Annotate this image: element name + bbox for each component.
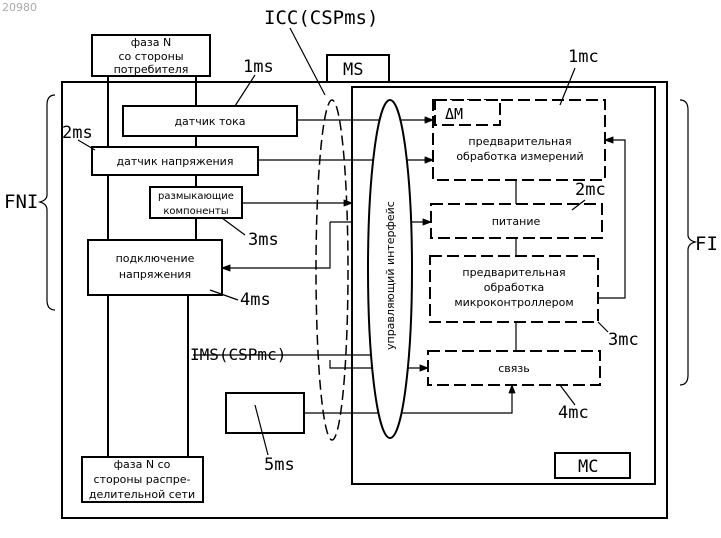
ref-4ms: 4ms [240,290,271,310]
block-5ms [226,393,304,433]
ref-4mc: 4mc [558,403,589,423]
ref-fni: FNI [4,191,38,213]
ref-1ms: 1ms [243,57,274,77]
ms-label: MS [343,60,363,80]
fi-brace [680,100,695,385]
ref-icc: ICC(CSPms) [264,7,378,29]
document-id: 20980 [2,1,37,14]
ref-ims: IMS(CSPmc) [190,345,286,364]
voltage-sensor-text: датчик напряжения [117,155,234,168]
ref-3ms: 3ms [248,230,279,250]
delta-m-text: ΔM [445,105,463,123]
ref-3mc: 3mc [608,330,639,350]
fni-brace [40,95,55,310]
power-text: питание [492,215,541,228]
communication-text: связь [498,362,529,375]
ref-2mc: 2mc [575,180,606,200]
ref-2ms: 2ms [62,123,93,143]
ref-fi: FI [695,233,718,255]
ref-1mc: 1mc [568,47,599,67]
ref-5ms: 5ms [264,455,295,475]
control-interface-text: управляющий интерфейс [384,201,397,350]
mc-label: MC [578,457,598,477]
current-sensor-text: датчик тока [174,115,245,128]
